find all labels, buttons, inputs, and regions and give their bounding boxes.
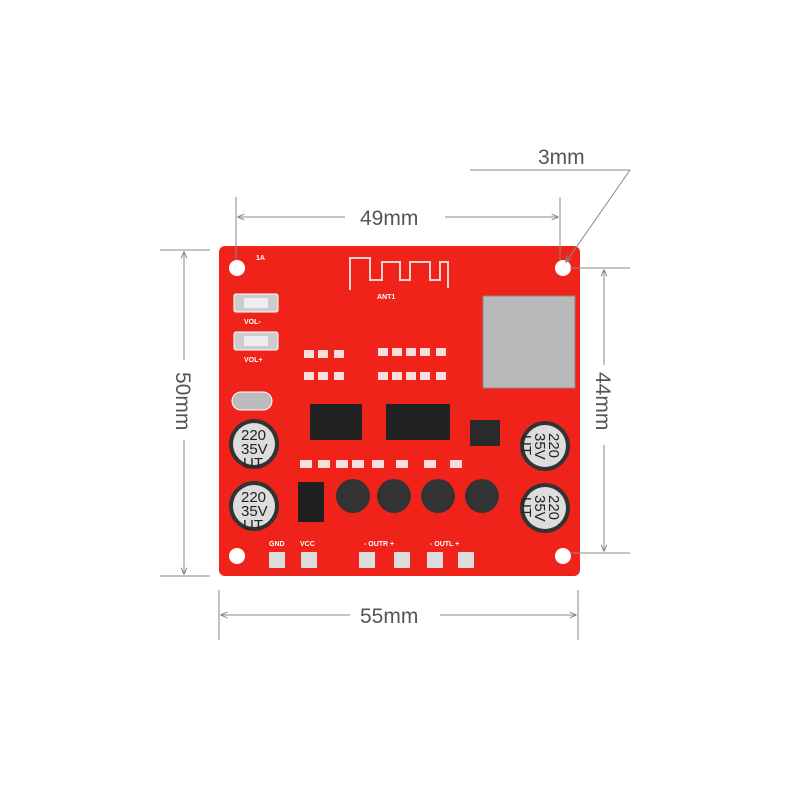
inductor: [465, 479, 499, 513]
regulator-chip: [470, 420, 500, 446]
corner-label: 1A: [256, 255, 265, 262]
ic-chip: [310, 404, 362, 440]
capacitor: 220 35V UT: [517, 421, 570, 471]
svg-text:35V: 35V: [241, 503, 268, 520]
smd-components: [300, 348, 462, 468]
dim-44mm: 44mm: [591, 372, 614, 430]
vol-minus-button: VOL-: [233, 293, 279, 326]
svg-text:35V: 35V: [531, 433, 548, 460]
svg-text:UT: UT: [517, 497, 534, 517]
terminal-pads: [269, 552, 474, 568]
pcb-board: 1A ANT1 VOL- VOL+: [219, 246, 580, 576]
svg-text:UT: UT: [243, 517, 263, 534]
inductor: [421, 479, 455, 513]
inductor: [377, 479, 411, 513]
vol-plus-button: VOL+: [233, 331, 279, 364]
svg-text:220: 220: [241, 489, 266, 506]
dimension-lines: [160, 169, 631, 640]
dim-3mm: 3mm: [538, 146, 585, 169]
dim-55mm: 55mm: [360, 605, 418, 628]
outl-label: - OUTL +: [430, 541, 459, 548]
mounting-hole: [229, 260, 245, 276]
dim-50mm: 50mm: [171, 372, 194, 430]
capacitor: 220 35V UT: [229, 419, 279, 472]
sd-card-slot: [482, 295, 576, 389]
mounting-hole: [229, 548, 245, 564]
crystal-oscillator: [231, 391, 273, 411]
svg-text:220: 220: [241, 427, 266, 444]
svg-text:VOL-: VOL-: [244, 319, 261, 326]
vcc-label: VCC: [300, 541, 315, 548]
svg-text:35V: 35V: [241, 441, 268, 458]
antenna-trace: [349, 257, 449, 290]
antenna-label: ANT1: [377, 294, 395, 301]
svg-text:220: 220: [545, 495, 562, 520]
svg-text:220: 220: [545, 433, 562, 458]
capacitor: 220 35V UT: [229, 481, 279, 534]
diode: [298, 482, 324, 522]
svg-text:VOL+: VOL+: [244, 357, 262, 364]
svg-text:UT: UT: [243, 455, 263, 472]
dim-49mm: 49mm: [360, 207, 418, 230]
ic-chip: [386, 404, 450, 440]
outr-label: - OUTR +: [364, 541, 394, 548]
svg-text:35V: 35V: [531, 495, 548, 522]
mounting-hole: [555, 548, 571, 564]
inductor: [336, 479, 370, 513]
svg-text:UT: UT: [517, 435, 534, 455]
capacitor: 220 35V UT: [517, 483, 570, 533]
mounting-hole: [555, 260, 571, 276]
gnd-label: GND: [269, 541, 285, 548]
